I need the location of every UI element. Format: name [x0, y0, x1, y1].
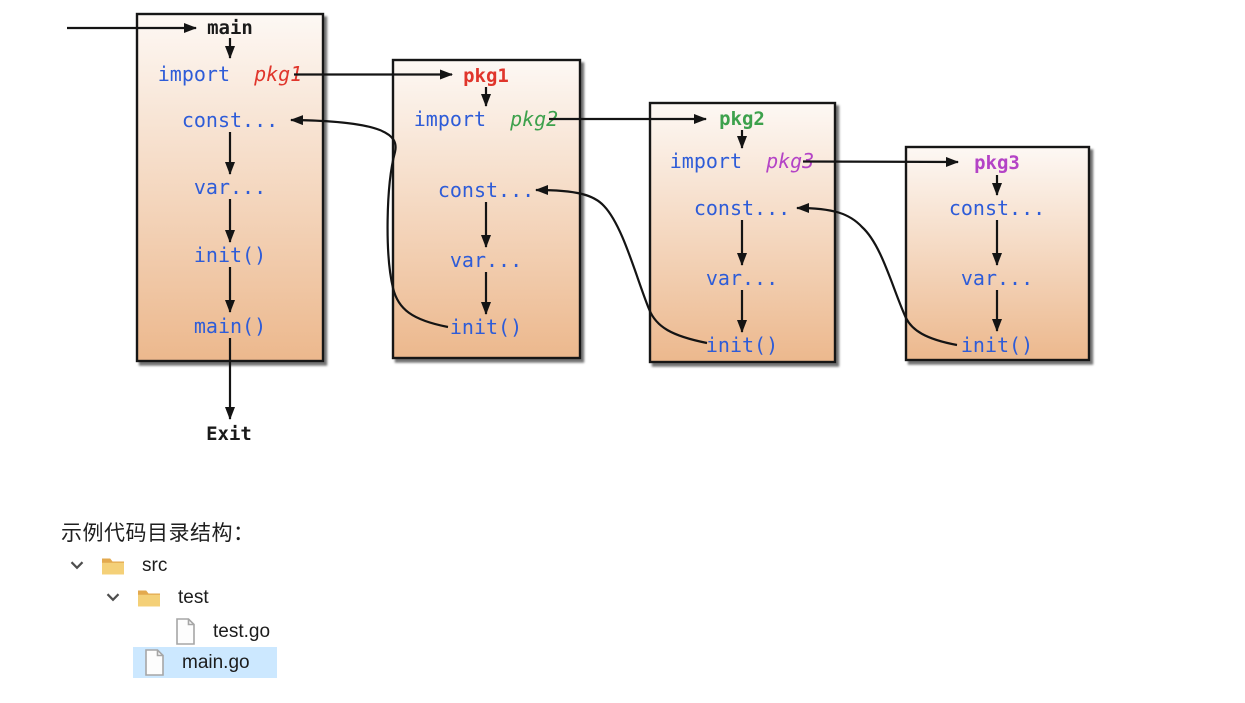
folder-icon	[102, 558, 124, 574]
import-keyword: import	[158, 62, 230, 86]
file-icon	[145, 649, 164, 676]
file-icon	[176, 618, 195, 645]
tree-item-label[interactable]: test.go	[213, 620, 271, 642]
go-init-order-diagram: main import pkg1 const... var... init() …	[67, 12, 1091, 445]
init-return-arrow-pkg3-to-pkg2	[796, 203, 958, 347]
const-step: const...	[949, 196, 1045, 220]
const-step: const...	[694, 196, 790, 220]
chevron-down-icon[interactable]	[70, 561, 84, 570]
var-step: var...	[450, 248, 522, 272]
const-step: const...	[182, 108, 278, 132]
tree-item-label[interactable]: test	[178, 586, 209, 608]
main-func-step: main()	[194, 314, 266, 338]
package-box-pkg1: pkg1 import pkg2 const... var... init()	[391, 58, 582, 360]
var-step: var...	[706, 266, 778, 290]
const-step: const...	[438, 178, 534, 202]
package-box-pkg3: pkg3 const... var... init()	[904, 145, 1091, 362]
package-box-pkg2: pkg2 import pkg3 const... var... init()	[648, 101, 837, 364]
import-statement: import pkg1	[158, 62, 302, 86]
exit-label: Exit	[206, 423, 252, 445]
import-statement: import pkg3	[670, 149, 814, 173]
folder-icon	[138, 590, 160, 606]
init-return-arrow-pkg2-to-pkg1	[535, 185, 708, 345]
tree-item-src[interactable]: src	[70, 550, 167, 581]
import-statement: import pkg2	[414, 107, 558, 131]
box-title: pkg2	[719, 108, 765, 130]
tree-item-label[interactable]: src	[142, 554, 168, 576]
box-title: pkg1	[463, 65, 509, 87]
init-return-arrow-pkg1-to-main	[290, 115, 449, 329]
init-step: init()	[450, 315, 522, 339]
box-title: main	[207, 17, 253, 39]
var-step: var...	[194, 175, 266, 199]
chevron-down-icon[interactable]	[106, 593, 120, 602]
init-step: init()	[194, 243, 266, 267]
box-title: pkg3	[974, 152, 1020, 174]
var-step: var...	[961, 266, 1033, 290]
tree-item-main-go[interactable]: main.go	[133, 647, 277, 678]
tree-item-test[interactable]: test	[106, 582, 209, 613]
directory-heading: 示例代码目录结构：	[61, 521, 255, 545]
tree-item-label[interactable]: main.go	[182, 651, 250, 673]
import-keyword: import	[670, 149, 742, 173]
import-keyword: import	[414, 107, 486, 131]
package-box-main: main import pkg1 const... var... init() …	[135, 12, 325, 363]
init-step: init()	[706, 333, 778, 357]
tree-item-test-go[interactable]: test.go	[175, 616, 270, 647]
init-step: init()	[961, 333, 1033, 357]
import-call-arrow-pkg3	[802, 156, 959, 167]
